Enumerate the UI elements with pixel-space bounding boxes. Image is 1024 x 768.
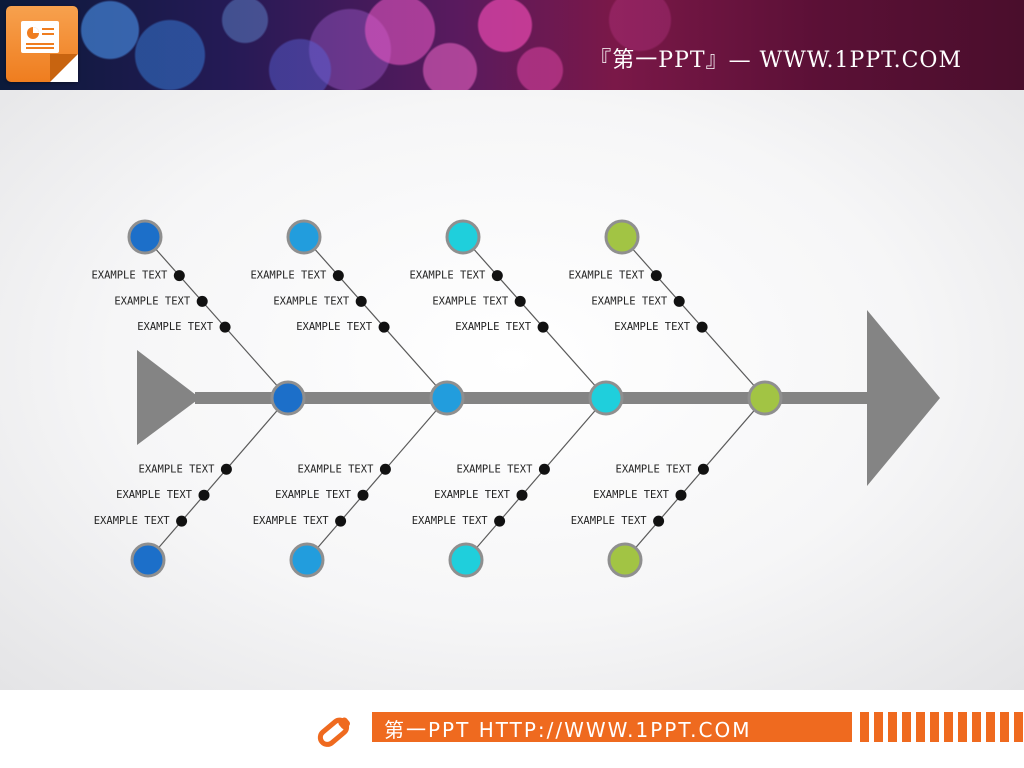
node-top-4 — [604, 219, 640, 255]
branch-line-top-4 — [621, 236, 766, 399]
branch-label: EXAMPLE TEXT — [591, 295, 668, 307]
branch-label: EXAMPLE TEXT — [298, 463, 375, 475]
branch-dot — [220, 463, 232, 475]
branch-dot — [176, 515, 188, 527]
branch-dot — [516, 489, 528, 501]
branch-label: EXAMPLE TEXT — [250, 270, 327, 282]
node-spine-3 — [588, 380, 624, 416]
branch-label: EXAMPLE TEXT — [94, 515, 171, 527]
branch-label: EXAMPLE TEXT — [457, 463, 534, 475]
branch-label: EXAMPLE TEXT — [614, 321, 691, 333]
node-spine-1 — [270, 380, 306, 416]
branch-label: EXAMPLE TEXT — [616, 463, 693, 475]
branch-label: EXAMPLE TEXT — [91, 270, 168, 282]
branch-label: EXAMPLE TEXT — [571, 515, 648, 527]
branch-label: EXAMPLE TEXT — [434, 489, 511, 501]
page-fold — [50, 54, 78, 82]
node-spine-4 — [747, 380, 783, 416]
branch-dot — [196, 295, 208, 307]
footer-stripes — [860, 712, 1024, 742]
branch-dot — [335, 515, 347, 527]
branch-label: EXAMPLE TEXT — [412, 515, 489, 527]
node-top-1 — [127, 219, 163, 255]
branch-label: EXAMPLE TEXT — [253, 515, 330, 527]
branch-dot — [538, 463, 550, 475]
branch-line-top-3 — [462, 236, 607, 399]
branch-line-top-1 — [144, 236, 289, 399]
branch-label: EXAMPLE TEXT — [593, 489, 670, 501]
branch-line-bottom-4 — [624, 397, 766, 561]
fish-head-arrow — [867, 310, 940, 486]
branch-dot — [379, 463, 391, 475]
branch-line-bottom-2 — [306, 397, 448, 561]
presentation-page — [21, 21, 59, 53]
branch-dot — [332, 270, 344, 282]
branch-dot — [173, 270, 185, 282]
brand-title: 『第一PPT』— WWW.1PPT.COM — [589, 48, 962, 73]
branch-dot — [357, 489, 369, 501]
branch-label: EXAMPLE TEXT — [116, 489, 193, 501]
branch-label: EXAMPLE TEXT — [296, 321, 373, 333]
footer-url[interactable]: 第一PPT HTTP://WWW.1PPT.COM — [384, 718, 752, 742]
branch-line-bottom-3 — [465, 397, 607, 561]
fish-tail — [137, 350, 200, 445]
node-spine-2 — [429, 380, 465, 416]
branch-label: EXAMPLE TEXT — [409, 270, 486, 282]
branch-dot — [198, 489, 210, 501]
branch-dot — [653, 515, 665, 527]
branch-dot — [675, 489, 687, 501]
branch-label: EXAMPLE TEXT — [273, 295, 350, 307]
branch-dot — [696, 321, 708, 333]
branch-dot — [673, 295, 685, 307]
branch-line-top-2 — [303, 236, 448, 399]
branch-label: EXAMPLE TEXT — [455, 321, 532, 333]
branch-dot — [491, 270, 503, 282]
node-bottom-4 — [607, 542, 643, 578]
node-bottom-2 — [289, 542, 325, 578]
branch-line-bottom-1 — [147, 397, 289, 561]
branch-dot — [650, 270, 662, 282]
presentation-icon — [6, 6, 78, 82]
branch-label: EXAMPLE TEXT — [137, 321, 214, 333]
node-top-3 — [445, 219, 481, 255]
branch-dot — [697, 463, 709, 475]
header-banner: 『第一PPT』— WWW.1PPT.COM — [0, 0, 1024, 90]
branch-dot — [355, 295, 367, 307]
branch-dot — [494, 515, 506, 527]
fish-spine — [195, 392, 875, 404]
node-bottom-1 — [130, 542, 166, 578]
branch-label: EXAMPLE TEXT — [432, 295, 509, 307]
branch-dot — [514, 295, 526, 307]
branch-label: EXAMPLE TEXT — [568, 270, 645, 282]
pie-chart-icon — [26, 27, 54, 49]
branch-label: EXAMPLE TEXT — [139, 463, 216, 475]
node-bottom-3 — [448, 542, 484, 578]
footer-bar — [372, 712, 852, 742]
branch-label: EXAMPLE TEXT — [275, 489, 352, 501]
node-top-2 — [286, 219, 322, 255]
branch-dot — [537, 321, 549, 333]
branch-label: EXAMPLE TEXT — [114, 295, 191, 307]
branch-dot — [378, 321, 390, 333]
pen-icon — [317, 717, 351, 747]
branch-dot — [219, 321, 231, 333]
